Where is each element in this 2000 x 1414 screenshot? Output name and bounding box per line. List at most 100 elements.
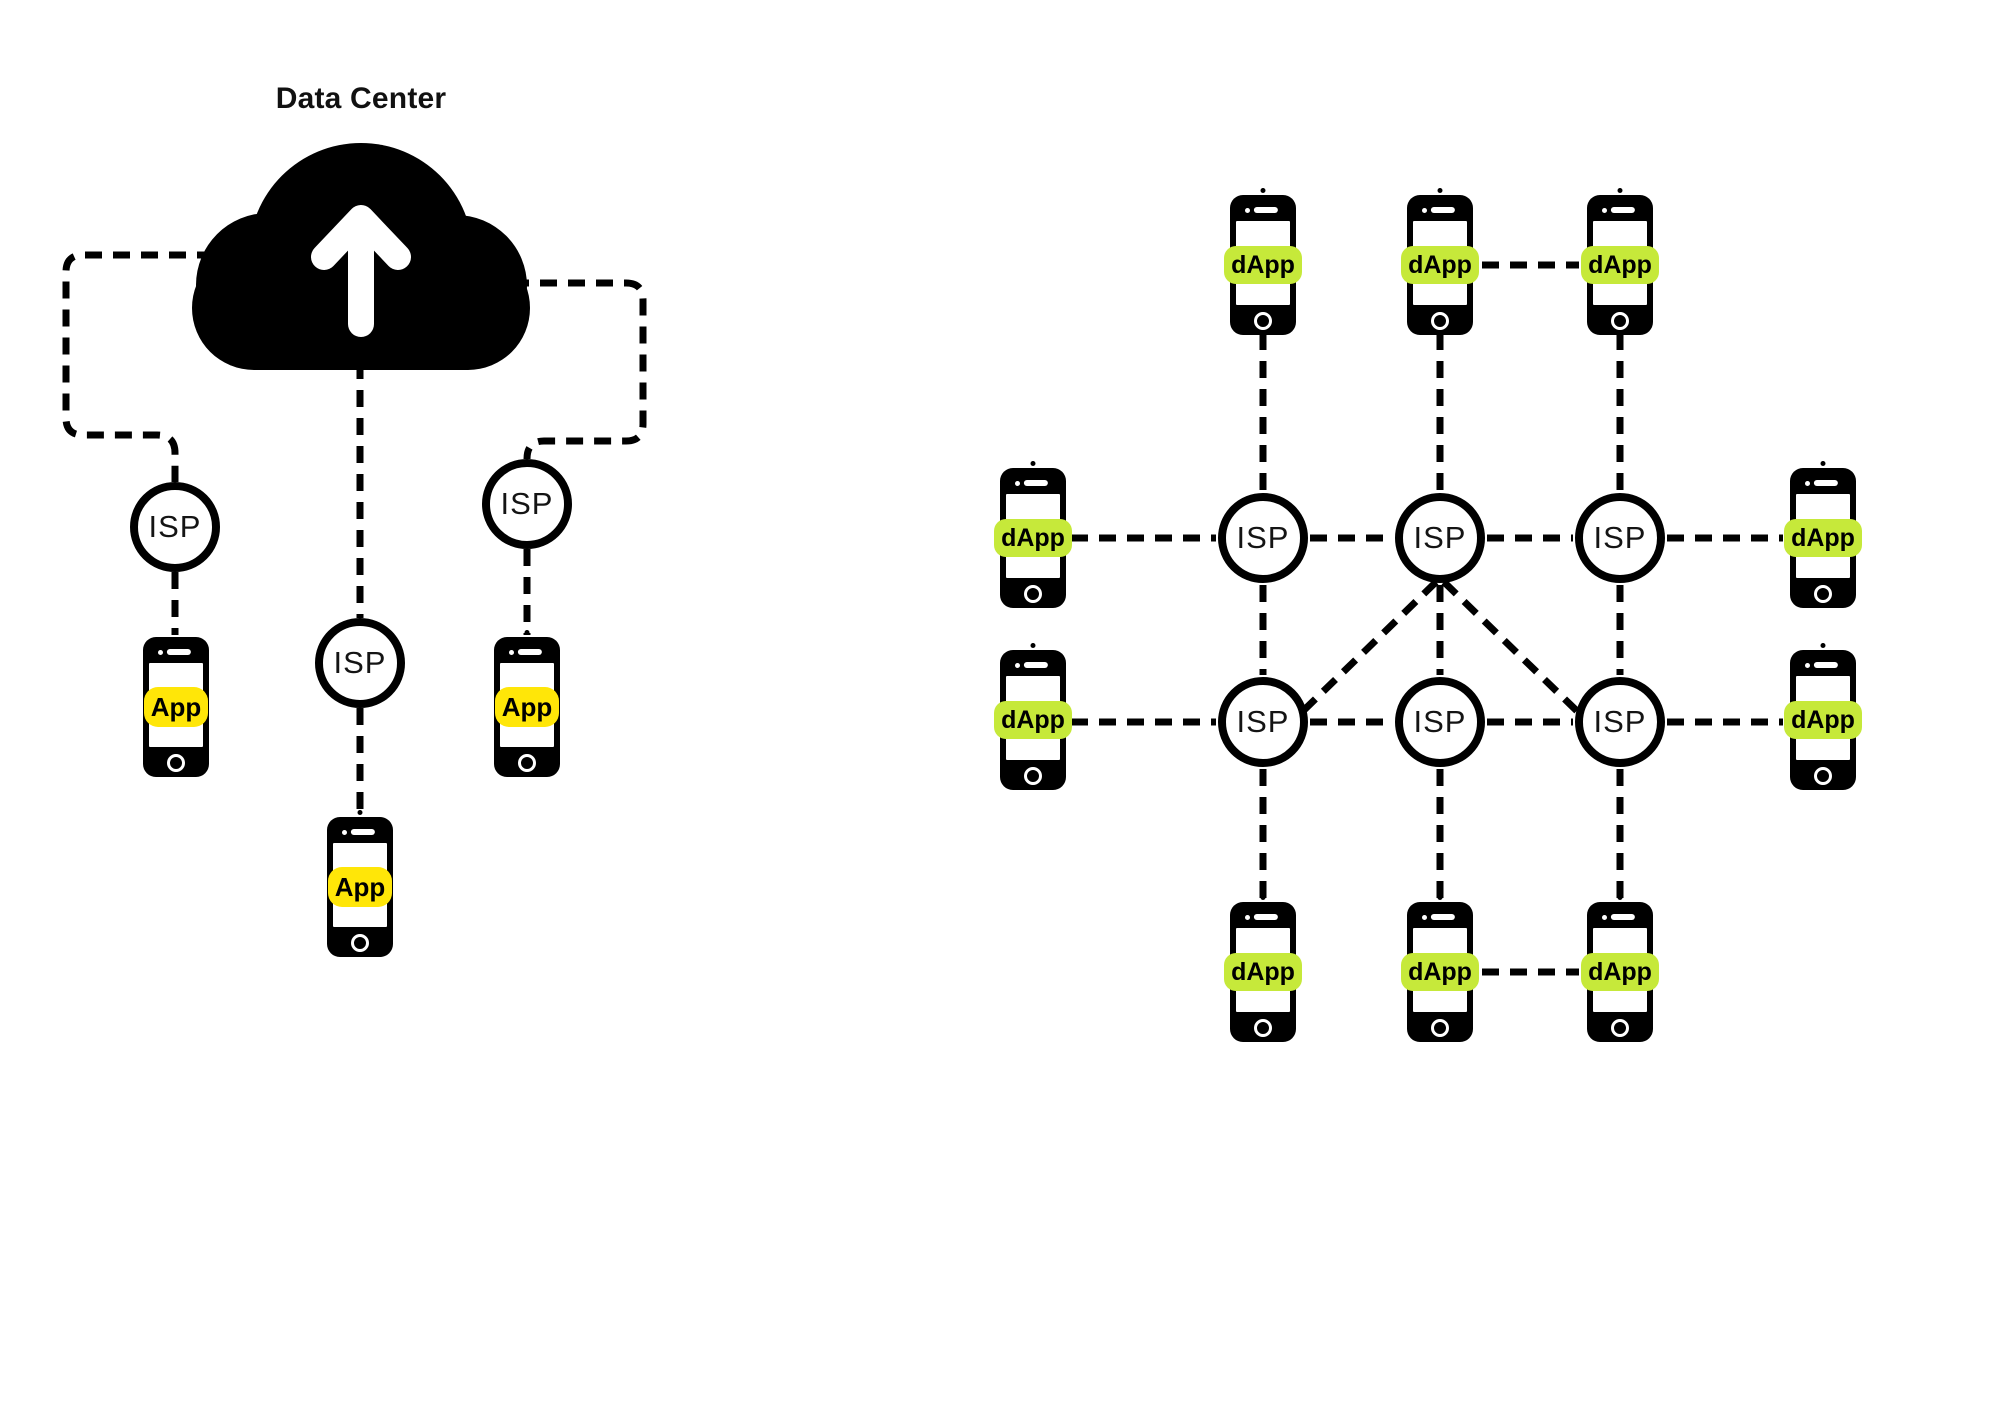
- phone-speaker: [1813, 662, 1838, 668]
- app-badge: App: [144, 687, 208, 727]
- phone-icon-app-center: App: [327, 810, 393, 957]
- phone-home-button: [1611, 1019, 1629, 1037]
- phone-home-button: [1024, 585, 1042, 603]
- dapp-badge: dApp: [1581, 953, 1659, 991]
- phone-camera-dot: [1422, 915, 1427, 920]
- dapp-badge: dApp: [994, 519, 1072, 557]
- phone-icon-dapp-bottom2: dApp: [1401, 895, 1479, 1042]
- phone-notch-dot: [1820, 461, 1826, 466]
- phone-camera-dot: [1245, 915, 1250, 920]
- phone-speaker: [1610, 207, 1635, 213]
- phone-icon-dapp-top2: dApp: [1401, 188, 1479, 335]
- app-badge: App: [495, 687, 559, 727]
- isp-label: ISP: [1413, 704, 1467, 739]
- phone-camera-dot: [1602, 915, 1607, 920]
- connector-isp2-isp6-diagonal: [1441, 579, 1581, 715]
- phone-camera-dot: [1805, 663, 1810, 668]
- phone-icon-dapp-top3: dApp: [1581, 188, 1659, 335]
- phone-home-button: [167, 754, 185, 772]
- isp-label: ISP: [1593, 520, 1647, 555]
- phone-icon-dapp-right-a: dApp: [1784, 461, 1862, 608]
- phone-camera-dot: [158, 650, 163, 655]
- dapp-badge: dApp: [1224, 953, 1302, 991]
- app-badge: App: [328, 867, 392, 907]
- phone-icon-dapp-left-b: dApp: [994, 643, 1072, 790]
- phone-speaker: [1253, 914, 1278, 920]
- dapp-badge: dApp: [1401, 246, 1479, 284]
- phone-notch-dot: [1617, 895, 1623, 900]
- phone-camera-dot: [1805, 481, 1810, 486]
- phone-speaker: [1023, 480, 1048, 486]
- connector-isp2-isp4-diagonal: [1299, 579, 1439, 715]
- phone-speaker: [1253, 207, 1278, 213]
- phone-speaker: [350, 829, 375, 835]
- phone-notch-dot: [1260, 895, 1266, 900]
- isp-node-r2c1: ISP: [1218, 677, 1308, 767]
- isp-label: ISP: [148, 509, 202, 544]
- phone-camera-dot: [1422, 208, 1427, 213]
- dapp-badge: dApp: [1581, 246, 1659, 284]
- phone-home-button: [1814, 767, 1832, 785]
- phone-home-button: [1431, 312, 1449, 330]
- phone-home-button: [1611, 312, 1629, 330]
- cloud-upload-icon: [192, 143, 530, 370]
- phone-speaker: [1430, 207, 1455, 213]
- phone-camera-dot: [1015, 663, 1020, 668]
- phone-camera-dot: [509, 650, 514, 655]
- phone-icon-dapp-bottom3: dApp: [1581, 895, 1659, 1042]
- isp-node-r1c3: ISP: [1575, 493, 1665, 583]
- phone-notch-dot: [1030, 461, 1036, 466]
- isp-node-r1c2: ISP: [1395, 493, 1485, 583]
- phone-home-button: [1431, 1019, 1449, 1037]
- phone-home-button: [1254, 1019, 1272, 1037]
- phone-notch-dot: [1030, 643, 1036, 648]
- isp-label: ISP: [1593, 704, 1647, 739]
- connector-cloud-to-left-isp: [62, 251, 214, 482]
- phone-notch-dot: [173, 630, 179, 635]
- phone-notch-dot: [357, 810, 363, 815]
- data-center-title: Data Center: [275, 82, 447, 115]
- phone-home-button: [518, 754, 536, 772]
- phone-speaker: [166, 649, 191, 655]
- phone-home-button: [351, 934, 369, 952]
- isp-node-r2c3: ISP: [1575, 677, 1665, 767]
- phone-speaker: [517, 649, 542, 655]
- phone-speaker: [1023, 662, 1048, 668]
- phone-icon-dapp-right-b: dApp: [1784, 643, 1862, 790]
- phone-camera-dot: [1245, 208, 1250, 213]
- phone-home-button: [1024, 767, 1042, 785]
- phone-camera-dot: [342, 830, 347, 835]
- isp-label: ISP: [333, 645, 387, 680]
- phone-icon-dapp-top1: dApp: [1224, 188, 1302, 335]
- phone-camera-dot: [1602, 208, 1607, 213]
- phone-icon-dapp-left-a: dApp: [994, 461, 1072, 608]
- phone-speaker: [1610, 914, 1635, 920]
- isp-label: ISP: [1236, 520, 1290, 555]
- phone-notch-dot: [1260, 188, 1266, 193]
- isp-node-right: ISP: [482, 459, 572, 549]
- phone-icon-app-right: App: [494, 630, 560, 777]
- phone-icon-app-left: App: [143, 630, 209, 777]
- phone-home-button: [1814, 585, 1832, 603]
- dapp-badge: dApp: [1224, 246, 1302, 284]
- phone-notch-dot: [524, 630, 530, 635]
- isp-node-left: ISP: [130, 482, 220, 572]
- dapp-badge: dApp: [1784, 519, 1862, 557]
- phone-speaker: [1813, 480, 1838, 486]
- isp-label: ISP: [1413, 520, 1467, 555]
- phone-icon-dapp-bottom1: dApp: [1224, 895, 1302, 1042]
- phone-notch-dot: [1617, 188, 1623, 193]
- connector-cloud-to-right-isp: [512, 279, 647, 460]
- isp-node-r1c1: ISP: [1218, 493, 1308, 583]
- isp-node-r2c2: ISP: [1395, 677, 1485, 767]
- phone-home-button: [1254, 312, 1272, 330]
- phone-speaker: [1430, 914, 1455, 920]
- dapp-badge: dApp: [1784, 701, 1862, 739]
- dapp-badge: dApp: [994, 701, 1072, 739]
- isp-label: ISP: [1236, 704, 1290, 739]
- phone-notch-dot: [1437, 188, 1443, 193]
- isp-node-center: ISP: [315, 618, 405, 708]
- phone-notch-dot: [1437, 895, 1443, 900]
